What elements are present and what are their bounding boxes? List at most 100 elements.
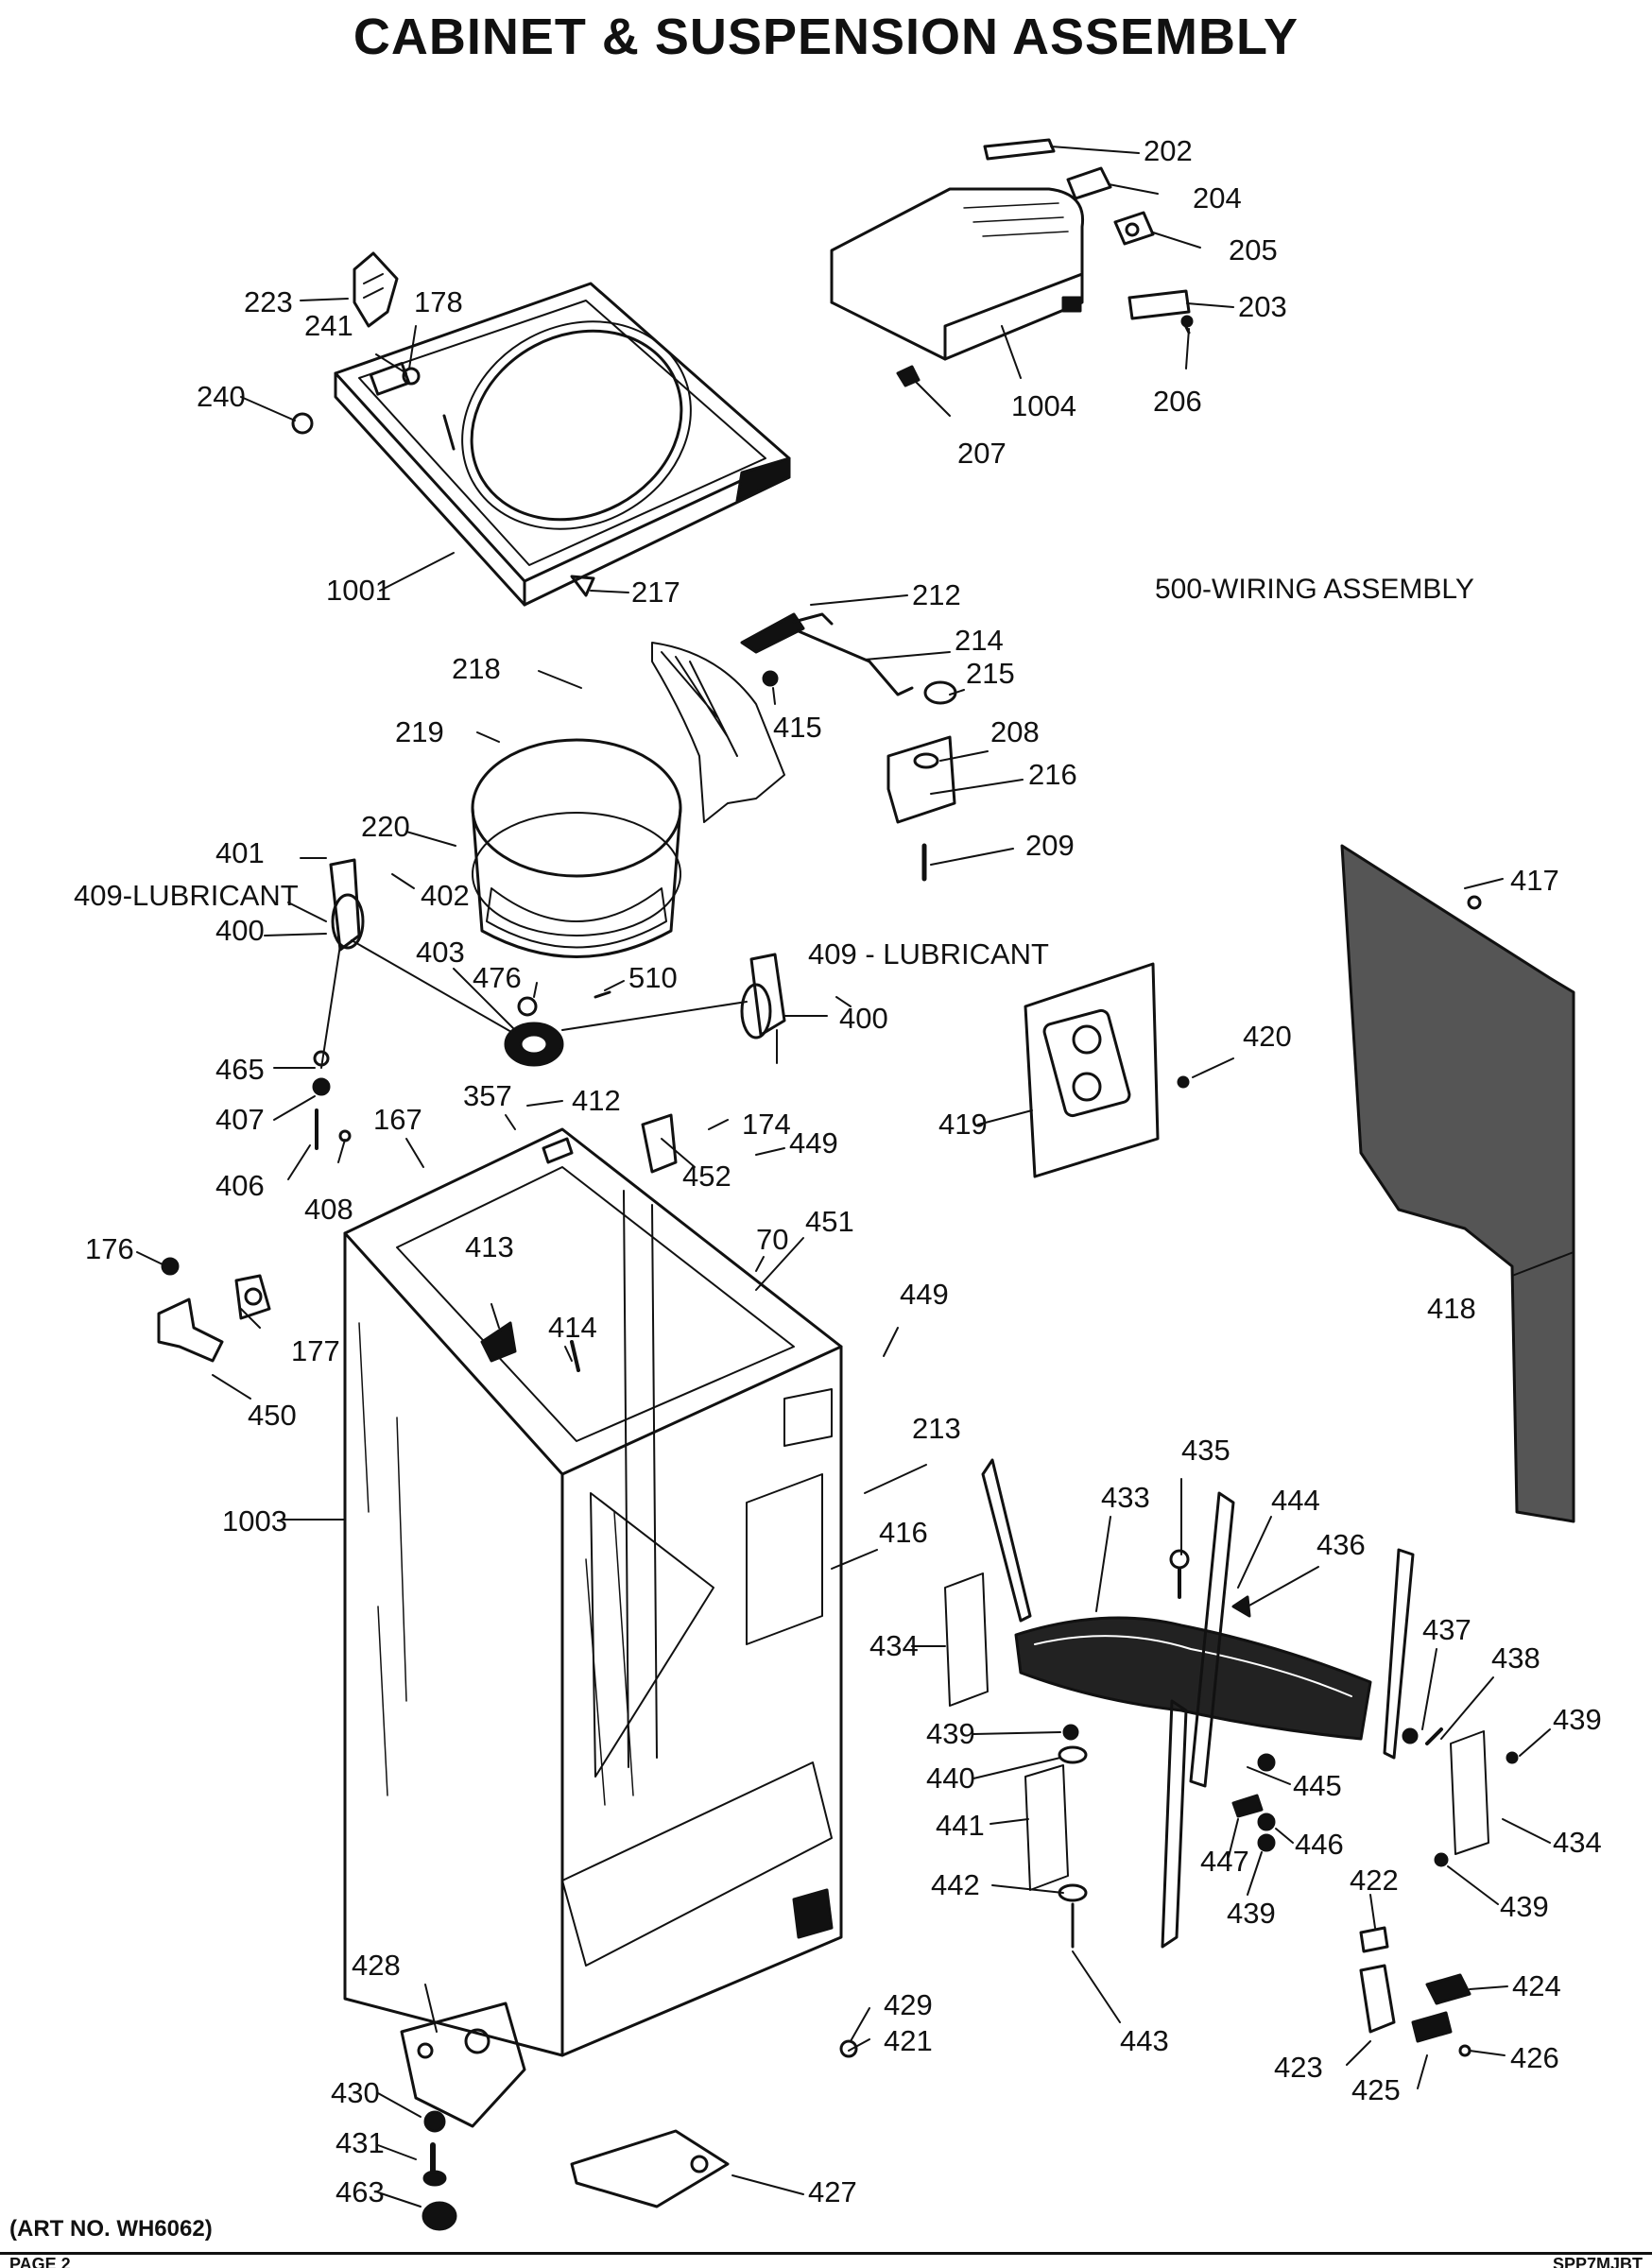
callout-444: 444 — [1271, 1484, 1320, 1517]
callout-422: 422 — [1350, 1864, 1399, 1897]
callout-412: 412 — [572, 1084, 621, 1117]
top-cover-drawing — [334, 282, 791, 607]
callout-408: 408 — [304, 1193, 353, 1226]
callout-439-right-top: 439 — [1553, 1703, 1602, 1736]
callout-415: 415 — [773, 711, 822, 744]
base-feet-drawing — [400, 2002, 858, 2231]
callout-463: 463 — [336, 2175, 385, 2208]
callout-418: 418 — [1427, 1292, 1476, 1325]
callout-207: 207 — [957, 437, 1007, 470]
callout-178: 178 — [414, 285, 463, 318]
callout-419: 419 — [938, 1108, 988, 1141]
callout-213: 213 — [912, 1412, 961, 1445]
callout-241: 241 — [304, 309, 353, 342]
callout-427: 427 — [808, 2175, 857, 2208]
callout-421: 421 — [884, 2024, 933, 2057]
callout-400-left: 400 — [215, 914, 265, 947]
back-panel-drawing — [1340, 844, 1575, 1523]
callout-215: 215 — [966, 657, 1015, 690]
leader-lines — [136, 146, 1575, 2208]
callout-240: 240 — [197, 380, 246, 413]
callout-402: 402 — [421, 879, 470, 912]
callout-442: 442 — [931, 1868, 980, 1901]
callout-205: 205 — [1229, 233, 1278, 266]
callout-430: 430 — [331, 2076, 380, 2109]
callout-445: 445 — [1293, 1769, 1342, 1802]
callout-424: 424 — [1512, 1969, 1561, 2002]
callout-177: 177 — [291, 1334, 340, 1367]
callout-1004: 1004 — [1011, 389, 1076, 422]
callout-426: 426 — [1510, 2041, 1559, 2074]
callout-407: 407 — [215, 1103, 265, 1136]
callout-409-lubricant-left: 409-LUBRICANT — [74, 879, 299, 912]
callout-439-a: 439 — [926, 1717, 975, 1750]
lid-switch-drawing — [291, 251, 421, 435]
suspension-assembly-drawing — [944, 1458, 1519, 2057]
callout-401: 401 — [215, 836, 265, 869]
callout-440: 440 — [926, 1761, 975, 1795]
callout-203: 203 — [1238, 290, 1287, 323]
page-title: CABINET & SUSPENSION ASSEMBLY — [353, 9, 1299, 65]
callout-434-right: 434 — [1553, 1826, 1602, 1859]
callout-218: 218 — [452, 652, 501, 685]
callout-433: 433 — [1101, 1481, 1150, 1514]
page-number: PAGE 2 — [9, 2255, 71, 2268]
callout-449-mid: 449 — [900, 1278, 949, 1311]
callout-476: 476 — [473, 961, 522, 994]
callout-220: 220 — [361, 810, 410, 843]
callout-208: 208 — [990, 715, 1040, 748]
callout-204: 204 — [1193, 181, 1242, 215]
callout-167: 167 — [373, 1103, 422, 1136]
callout-510: 510 — [628, 961, 678, 994]
callout-1003: 1003 — [222, 1504, 287, 1538]
callout-417: 417 — [1510, 864, 1559, 897]
callout-443: 443 — [1120, 2024, 1169, 2057]
callout-214: 214 — [955, 624, 1004, 657]
art-number: (ART NO. WH6062) — [9, 2216, 213, 2242]
callout-423: 423 — [1274, 2051, 1323, 2084]
callout-212: 212 — [912, 578, 961, 611]
callout-209: 209 — [1025, 829, 1075, 862]
callout-447: 447 — [1200, 1845, 1249, 1878]
callout-431: 431 — [336, 2126, 385, 2159]
callout-438: 438 — [1491, 1641, 1540, 1675]
callout-420: 420 — [1243, 1020, 1292, 1053]
callout-400-right: 400 — [839, 1002, 888, 1035]
cabinet-drawing — [343, 1113, 843, 2057]
callout-219: 219 — [395, 715, 444, 748]
lid-drawing — [830, 187, 1085, 361]
switch-plate-drawing — [1024, 962, 1190, 1178]
callout-436: 436 — [1316, 1528, 1366, 1561]
callout-425: 425 — [1351, 2073, 1401, 2106]
callout-451: 451 — [805, 1205, 854, 1238]
callout-435: 435 — [1181, 1434, 1230, 1467]
callout-465: 465 — [215, 1053, 265, 1086]
hinge-parts-drawing — [896, 138, 1194, 387]
callout-437: 437 — [1422, 1613, 1471, 1646]
callout-441: 441 — [936, 1809, 985, 1842]
callout-403: 403 — [416, 936, 465, 969]
footer-rule — [0, 2252, 1652, 2255]
callout-labels: 202 204 205 203 206 1004 207 223 241 178… — [74, 134, 1602, 2208]
callout-414: 414 — [548, 1311, 597, 1344]
loose-parts-left-drawing — [157, 1257, 271, 1363]
callout-413: 413 — [465, 1230, 514, 1263]
wiring-assembly-note: 500-WIRING ASSEMBLY — [1155, 574, 1474, 605]
callout-202: 202 — [1144, 134, 1193, 167]
callout-439-right-bottom: 439 — [1500, 1890, 1549, 1923]
callout-409-lubricant-right: 409 - LUBRICANT — [808, 937, 1049, 971]
switch-and-rod-drawing — [740, 612, 957, 882]
callout-1001: 1001 — [326, 574, 391, 607]
callout-357: 357 — [463, 1079, 512, 1112]
callout-446: 446 — [1295, 1828, 1344, 1861]
callout-176: 176 — [85, 1232, 134, 1265]
callout-217: 217 — [631, 576, 680, 609]
callout-428: 428 — [352, 1949, 401, 1982]
suspension-pulleys-drawing — [312, 858, 786, 1150]
callout-174: 174 — [742, 1108, 791, 1141]
callout-450: 450 — [248, 1399, 297, 1432]
model-number: SPP7MJBT — [1552, 2255, 1643, 2268]
callout-452: 452 — [682, 1160, 731, 1193]
